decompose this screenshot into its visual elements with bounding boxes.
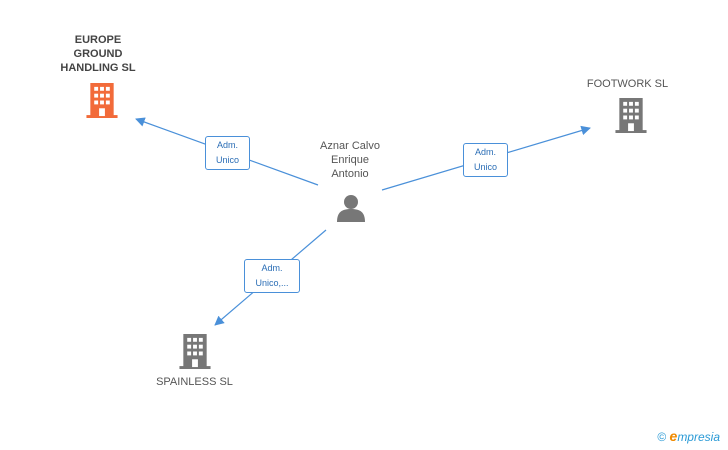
edge-label-footwork: Adm. Unico: [463, 143, 508, 177]
building-icon[interactable]: [86, 83, 118, 118]
company-spainless-label[interactable]: SPAINLESS SL: [156, 376, 233, 388]
building-icon[interactable]: [615, 98, 647, 133]
copyright-symbol: ©: [657, 430, 667, 444]
company-footwork-label[interactable]: FOOTWORK SL: [586, 78, 669, 90]
brand-name: mpresia: [677, 430, 720, 444]
edge-label-spainless: Adm. Unico,...: [244, 259, 300, 293]
copyright-brand: © empresia: [657, 428, 720, 444]
building-icon[interactable]: [179, 334, 211, 369]
brand-e-logo: e: [669, 428, 678, 444]
company-europe-label[interactable]: EUROPE GROUND HANDLING SL: [60, 34, 136, 74]
edge-label-europe: Adm. Unico: [205, 136, 250, 170]
person-icon[interactable]: [337, 195, 365, 222]
person-label[interactable]: Aznar Calvo Enrique Antonio: [320, 140, 380, 180]
